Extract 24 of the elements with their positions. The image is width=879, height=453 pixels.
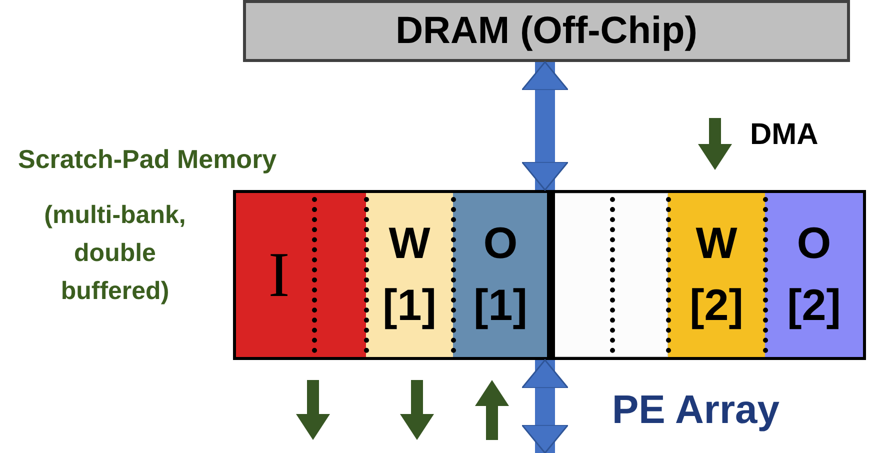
bank-index: [2]: [787, 284, 841, 328]
dma-label: DMA: [750, 117, 818, 153]
memory-box: [243, 0, 850, 62]
bank-segment: [236, 193, 366, 357]
memory-name: DRAM (Off-Chip): [396, 12, 698, 50]
scratchpad-bar: [233, 190, 866, 360]
pe-array-label: PE Array: [612, 387, 780, 434]
bank-segment: [554, 193, 668, 357]
bank-name: I: [268, 243, 290, 307]
double-arrow: [521, 359, 569, 453]
bank-name: W: [388, 222, 430, 266]
bank-name: W: [696, 222, 738, 266]
bank-index: [1]: [382, 284, 436, 328]
memory-title: Scratch-Pad Memory: [18, 143, 277, 176]
memory-description: (multi-bank, double buffered): [43, 200, 187, 307]
bank-index: [2]: [690, 284, 744, 328]
bank-name: O: [483, 222, 518, 266]
double-arrow: [521, 61, 569, 191]
bank-name: O: [796, 222, 832, 266]
bank-segment: [453, 193, 548, 357]
bank-segment: [765, 193, 863, 357]
bank-segment: [366, 193, 453, 357]
bank-segment: [668, 193, 765, 357]
bank-index: [1]: [474, 284, 528, 328]
